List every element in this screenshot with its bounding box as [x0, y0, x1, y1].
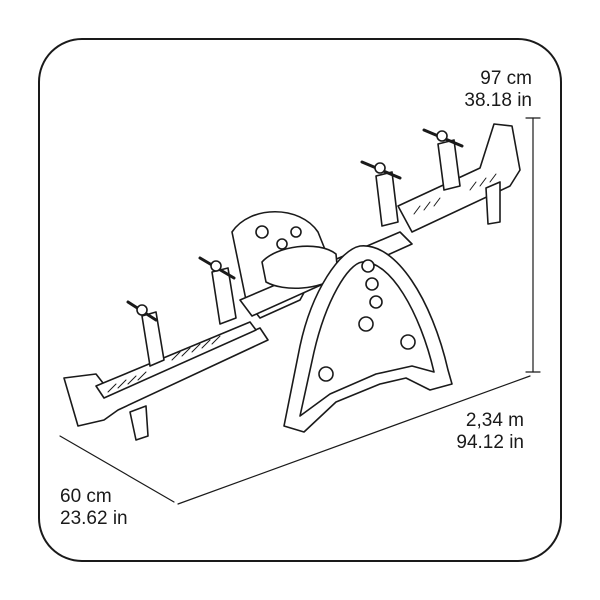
length-metric: 2,34 m	[465, 410, 524, 431]
handle-right-outer	[422, 128, 464, 191]
board-foot-right	[485, 181, 501, 225]
width-imperial: 23.62 in	[60, 508, 128, 529]
height-label: 97 cm 38.18 in	[464, 68, 532, 112]
width-label: 60 cm 23.62 in	[60, 486, 128, 530]
handle-left-outer	[126, 300, 165, 367]
base-front-leg	[283, 245, 453, 433]
height-metric: 97 cm	[480, 68, 532, 89]
width-dimension-line	[59, 435, 175, 503]
length-imperial: 94.12 in	[456, 432, 524, 453]
height-dimension-line	[525, 117, 541, 373]
rounded-frame	[38, 38, 562, 562]
width-metric: 60 cm	[60, 486, 112, 507]
length-label: 2,34 m 94.12 in	[456, 410, 524, 454]
handle-right-inner	[360, 160, 402, 227]
board-foot-left	[129, 405, 149, 441]
handle-left-inner	[198, 256, 237, 325]
length-dimension-line	[177, 375, 531, 505]
height-imperial: 38.18 in	[464, 90, 532, 111]
